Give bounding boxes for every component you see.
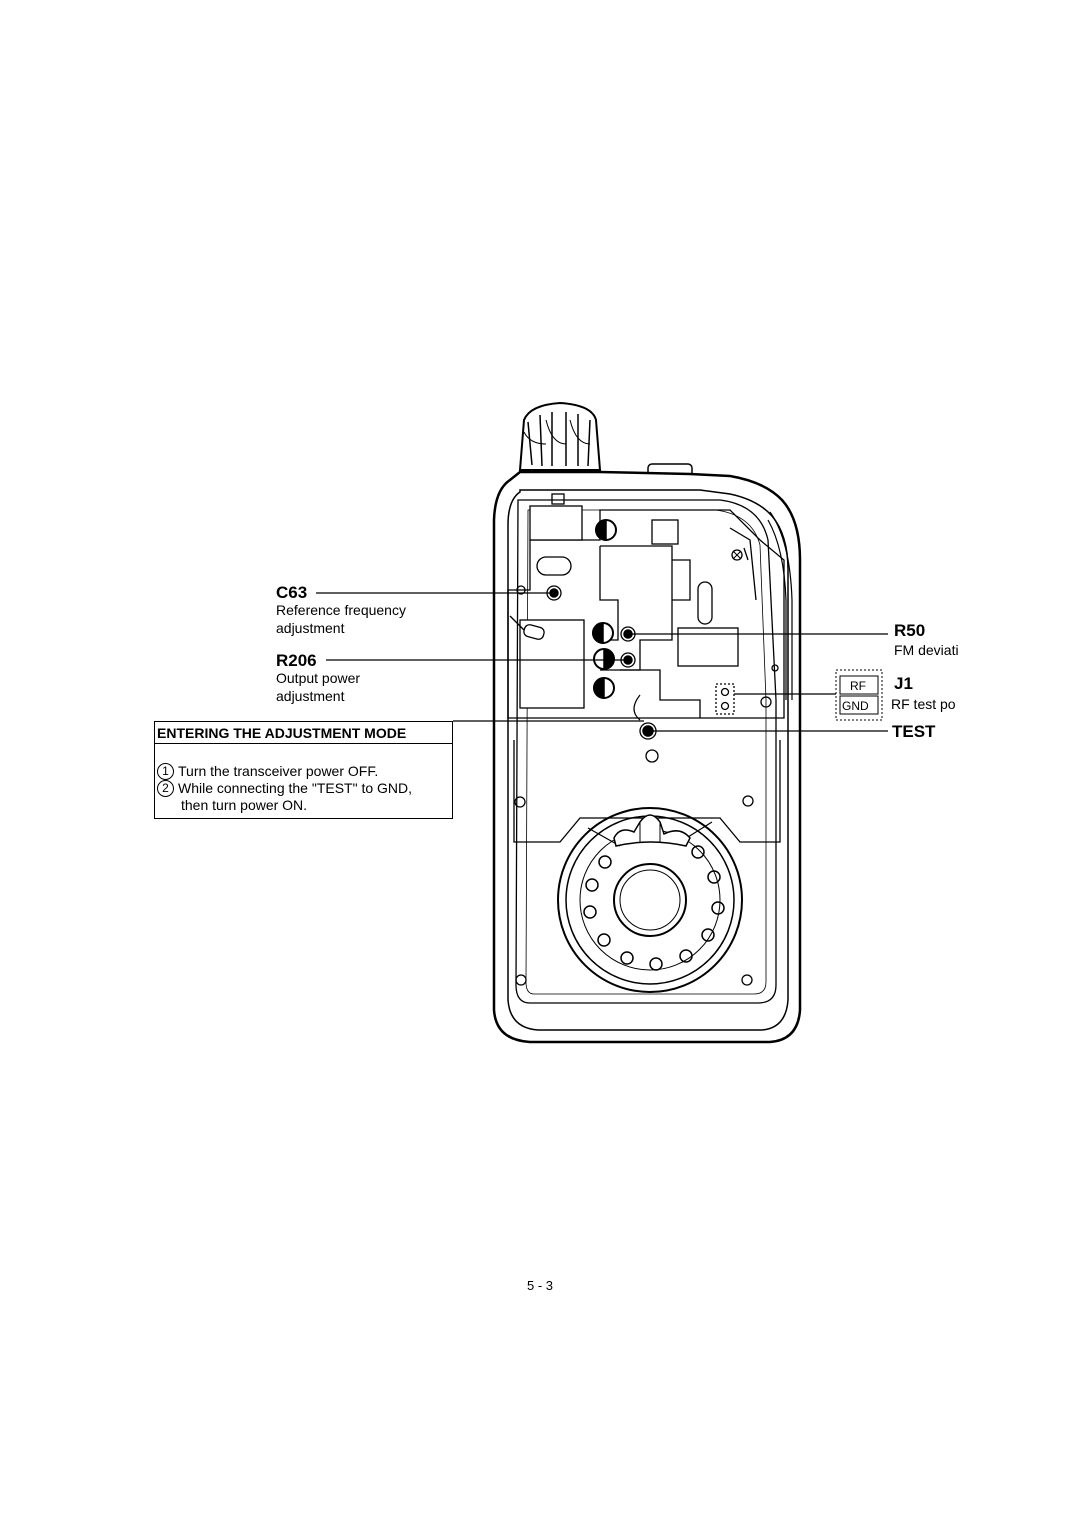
c63-desc-line1: Reference frequency [276,602,406,618]
adjustment-mode-title: ENTERING THE ADJUSTMENT MODE [155,722,452,744]
r50-desc: FM deviati [894,642,959,658]
step-2-continuation: then turn power ON. [181,797,308,813]
rf-text: RF [850,679,866,693]
trimmer-4 [593,677,615,699]
c63-desc-line2: adjustment [276,620,345,636]
trimmer-1 [595,519,617,541]
j1-desc: RF test po [891,696,956,712]
speaker [557,807,743,993]
step-2-text: While connecting the "TEST" to GND, [178,780,413,796]
gnd-text: GND [842,699,869,713]
step-1-text: Turn the transceiver power OFF. [178,763,379,779]
trimmer-r50-body [592,622,614,644]
trimmer-r206-body [593,648,615,670]
radio-body [492,470,802,1044]
step-2-number: 2 [157,780,174,797]
r50-label: R50 [894,621,925,640]
rf-gnd-box [835,669,883,721]
r50-point [620,626,636,642]
j1-label: J1 [894,674,913,693]
c63-label: C63 [276,583,307,602]
step-1-number: 1 [157,763,174,780]
inner-chassis [515,499,777,1004]
pcb-board [507,493,785,721]
c63-point [546,585,562,601]
page-number: 5 - 3 [526,1278,553,1293]
r206-desc-line1: Output power [276,670,360,686]
r206-label: R206 [276,651,317,670]
volume-knob [518,401,602,471]
test-label: TEST [892,722,936,741]
r206-desc-line2: adjustment [276,688,345,704]
